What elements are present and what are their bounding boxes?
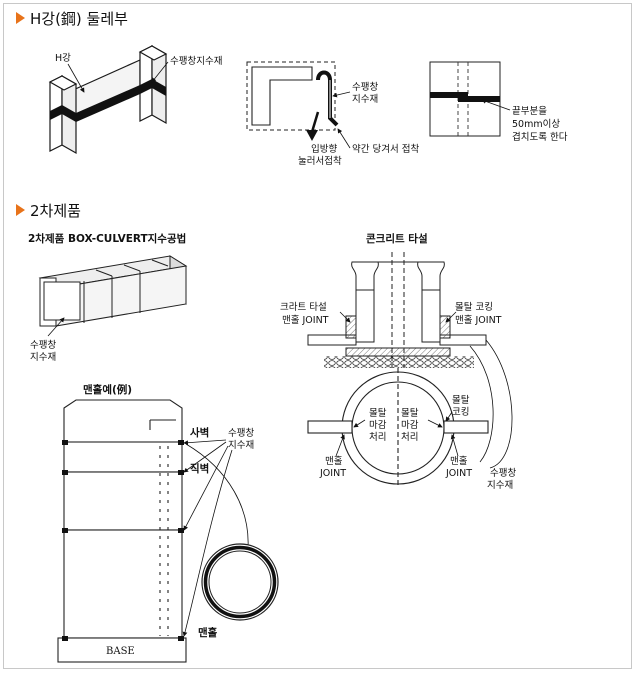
figure-frame: [3, 3, 632, 669]
concrete-title: 콘크리트 타설: [366, 232, 428, 245]
leader-lines: [182, 439, 249, 637]
concrete-section: [307, 252, 487, 368]
label-straight-wall: 직벽: [190, 462, 209, 475]
manhole-title: 맨홀예(例): [83, 383, 132, 396]
label-h-steel: H강: [55, 53, 71, 64]
label-water-stop-left: 수팽창지수재: [170, 56, 222, 67]
label-sawall: 사벽: [190, 426, 209, 439]
section-title-precast: 2차제품: [30, 202, 81, 220]
triangle-right-icon: [16, 204, 25, 216]
manhole-joints: [62, 440, 184, 641]
manhole-body: [57, 399, 187, 663]
label-base: BASE: [106, 646, 135, 657]
h-steel-isometric: [48, 44, 168, 155]
water-stop-band: [50, 79, 166, 122]
section-title-h-steel: H강(鋼) 둘레부: [30, 10, 128, 28]
box-culvert-title: 2차제품 BOX-CULVERT지수공법: [28, 232, 186, 245]
label-manhole: 맨홀: [198, 626, 218, 639]
manhole-ring-inner: [208, 550, 272, 614]
triangle-right-icon: [16, 12, 25, 24]
plan-view: [307, 368, 489, 488]
overlap-detail: [429, 61, 501, 137]
h-steel-detail: [246, 61, 339, 131]
plan-leaders: [469, 339, 513, 469]
box-culvert: [38, 255, 188, 327]
label-pull-attach: 약간 당겨서 접착: [352, 143, 419, 155]
